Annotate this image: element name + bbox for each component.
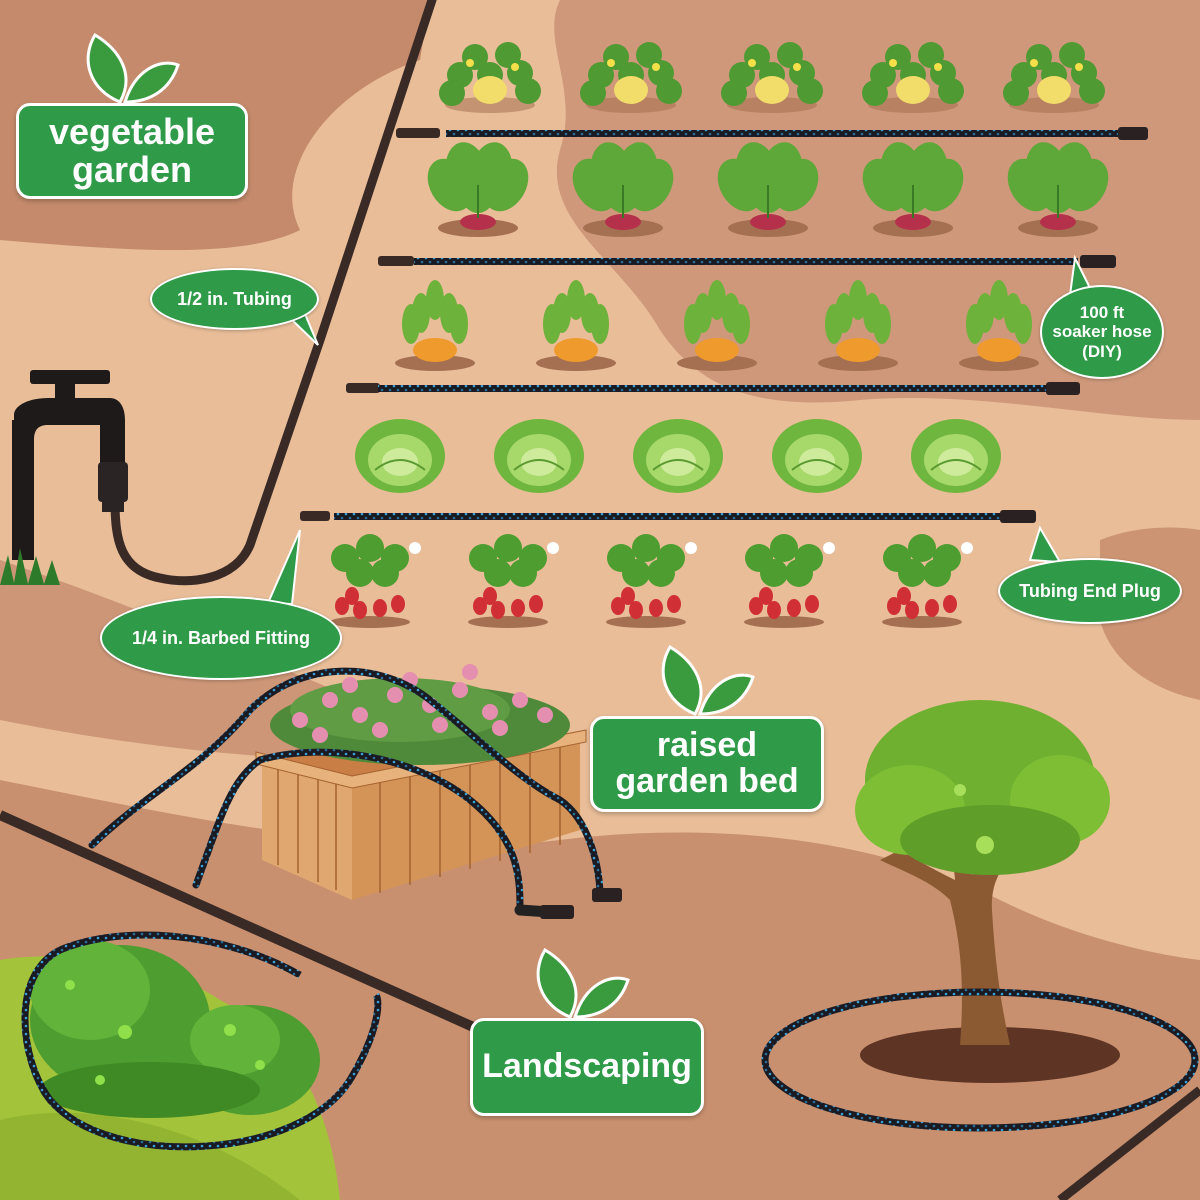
flower-blooms <box>292 664 553 743</box>
cabbage-plant-icon <box>772 419 862 493</box>
bottom-tubing <box>0 810 483 1035</box>
tree-icon <box>855 700 1120 1083</box>
landscaping-title-text: Landscaping <box>482 1047 692 1086</box>
half-inch-tubing-text: 1/2 in. Tubing <box>177 288 292 309</box>
flowers <box>270 678 570 765</box>
beet-plant-icon <box>427 142 529 237</box>
leaf-icon <box>536 947 630 1019</box>
main-tubing <box>110 0 437 586</box>
flower-bloom <box>372 722 388 738</box>
tubing-end-plug-text: Tubing End Plug <box>1019 580 1161 601</box>
raised-garden-bed-title-text: raised garden bed <box>615 726 799 800</box>
strawberry-plant-icon <box>606 534 697 628</box>
carrot-plant-icon <box>959 280 1039 371</box>
flower-bloom <box>432 717 448 733</box>
tubing-end-plug-callout: Tubing End Plug <box>998 558 1182 624</box>
beet-plant-icon <box>1007 142 1109 237</box>
flower-bloom <box>312 727 328 743</box>
vegetable-garden-title: vegetable garden <box>16 103 248 199</box>
flower-bloom <box>482 704 498 720</box>
melon-plant-icon <box>580 42 682 113</box>
melon-plant-icon <box>1003 42 1105 113</box>
carrot-plant-icon <box>536 280 616 371</box>
beet-plant-icon <box>862 142 964 237</box>
main-line-fittings <box>300 128 440 521</box>
right-bottom-tubing <box>1057 1086 1200 1200</box>
barbed-fitting-text: 1/4 in. Barbed Fitting <box>131 627 310 648</box>
strawberry-plant-icon <box>882 534 973 628</box>
flower-bloom <box>462 664 478 680</box>
raised-garden-bed-title: raised garden bed <box>590 716 824 812</box>
cabbage-plant-icon <box>494 419 584 493</box>
flower-bloom <box>537 707 553 723</box>
flower-bloom <box>292 712 308 728</box>
lawn-shadow <box>0 1112 300 1200</box>
soaker-hose-text: 100 ft soaker hose (DIY) <box>1052 302 1152 361</box>
faucet-icon <box>12 370 128 560</box>
tree-soaker-ring <box>761 988 1199 1132</box>
flower-bloom <box>452 682 468 698</box>
carrot-plant-icon <box>677 280 757 371</box>
flower-bloom <box>342 677 358 693</box>
landscaping-title: Landscaping <box>470 1018 704 1116</box>
soaker-rows <box>334 130 1118 520</box>
bush-icon <box>30 940 320 1118</box>
grass-tuft <box>0 548 60 585</box>
flower-bloom <box>512 692 528 708</box>
soaker-hose-callout: 100 ft soaker hose (DIY) <box>1040 285 1164 379</box>
flower-bloom <box>387 687 403 703</box>
plant-rows <box>330 42 1109 628</box>
carrot-plant-icon <box>395 280 475 371</box>
flower-bloom <box>492 720 508 736</box>
melon-plant-icon <box>721 42 823 113</box>
end-plugs <box>1000 127 1148 523</box>
vegetable-garden-title-text: vegetable garden <box>48 111 216 190</box>
flower-bloom <box>322 692 338 708</box>
half-inch-tubing-callout: 1/2 in. Tubing <box>150 268 319 330</box>
strawberry-plant-icon <box>744 534 835 628</box>
barbed-fitting-callout: 1/4 in. Barbed Fitting <box>100 596 342 680</box>
carrot-plant-icon <box>818 280 898 371</box>
bed-hose-plugs <box>540 888 622 919</box>
melon-plant-icon <box>439 42 541 113</box>
cabbage-plant-icon <box>355 419 445 493</box>
leaf-icon <box>661 644 755 716</box>
beet-plant-icon <box>572 142 674 237</box>
melon-plant-icon <box>862 42 964 113</box>
beet-plant-icon <box>717 142 819 237</box>
planter-box-icon <box>255 664 587 900</box>
cabbage-plant-icon <box>633 419 723 493</box>
leaf-icon <box>86 32 180 104</box>
strawberry-plant-icon <box>330 534 421 628</box>
cabbage-plant-icon <box>911 419 1001 493</box>
flower-bloom <box>352 707 368 723</box>
bush-soaker-loop <box>21 931 382 1151</box>
strawberry-plant-icon <box>468 534 559 628</box>
